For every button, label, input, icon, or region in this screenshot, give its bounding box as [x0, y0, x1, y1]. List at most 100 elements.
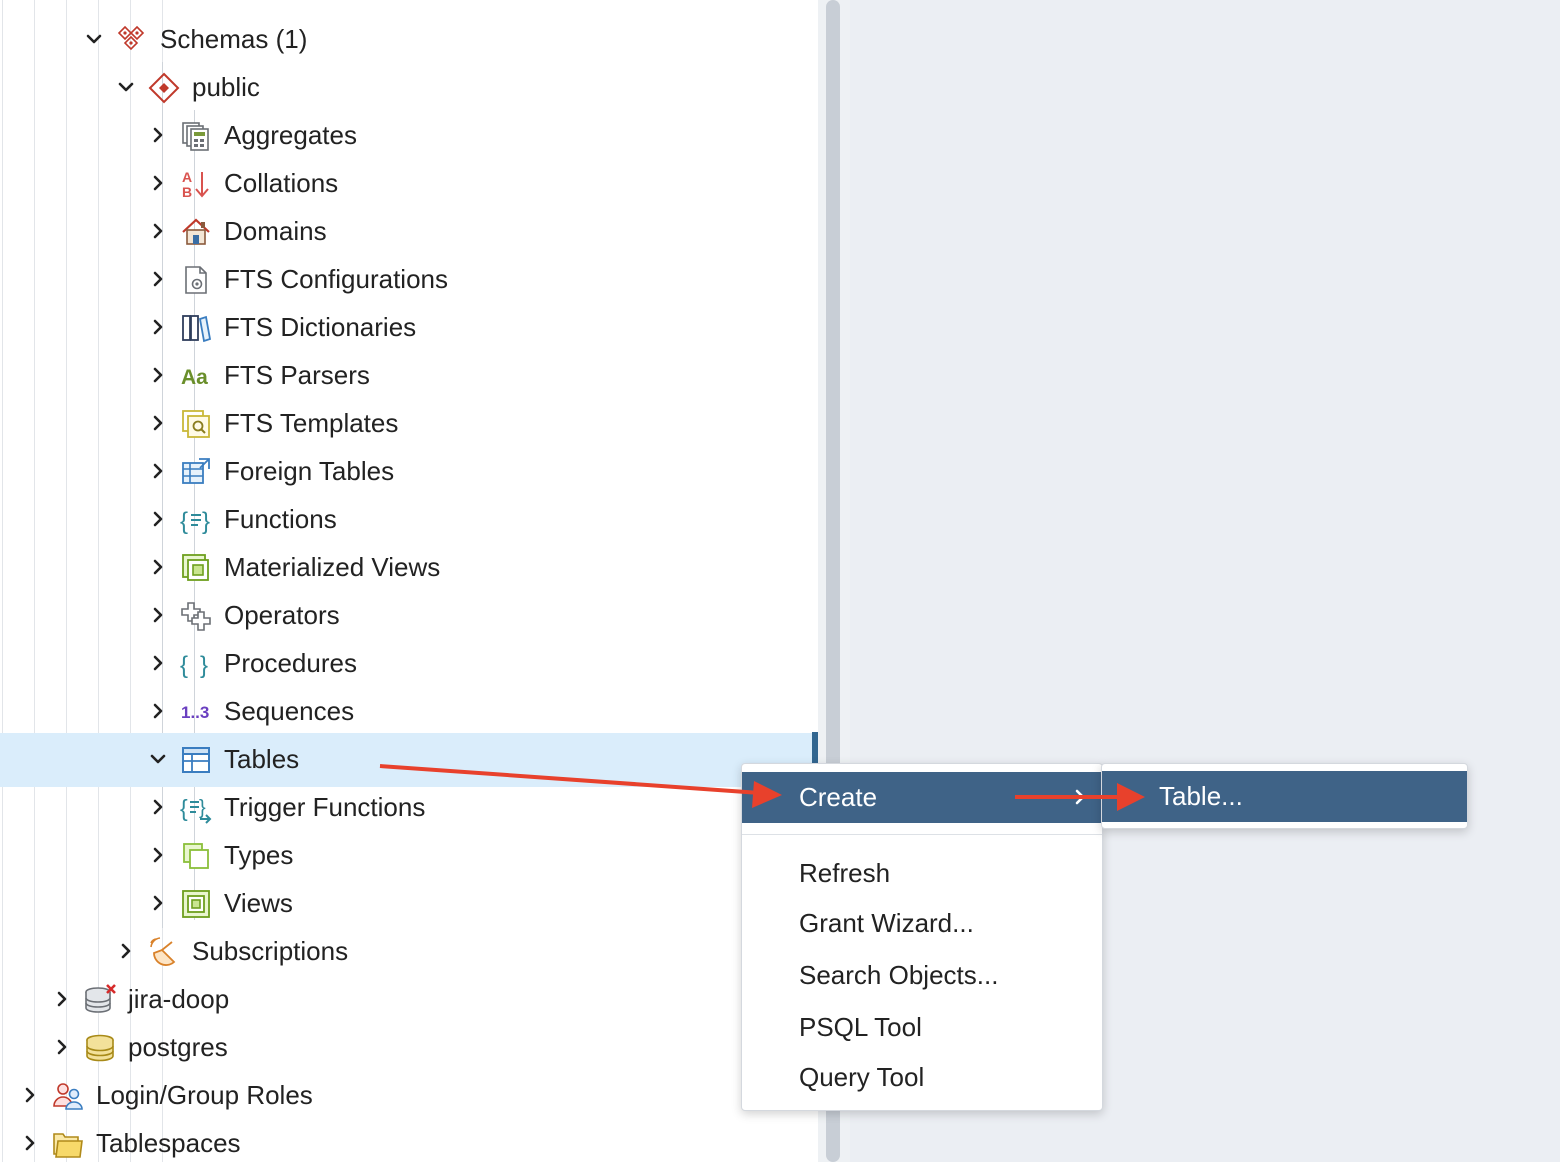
chevron-right-icon[interactable]: [50, 1035, 74, 1059]
chevron-right-icon[interactable]: [146, 459, 170, 483]
views-icon: [180, 888, 212, 920]
tree-node-domains[interactable]: Domains: [0, 207, 818, 255]
svg-text:Aa: Aa: [181, 366, 208, 389]
svg-text:}: }: [202, 508, 210, 535]
svg-text:{: {: [180, 652, 188, 679]
chevron-right-icon[interactable]: [146, 315, 170, 339]
tree-node-label: FTS Templates: [224, 408, 399, 438]
tree-indent-guide: [66, 0, 67, 1162]
tree-node-label: Tables: [224, 744, 300, 774]
chevron-down-icon[interactable]: [82, 27, 106, 51]
chevron-right-icon[interactable]: [146, 555, 170, 579]
tree-node-fts-configurations[interactable]: FTS Configurations: [0, 255, 818, 303]
chevron-down-icon[interactable]: [114, 75, 138, 99]
tree-node-functions[interactable]: {}Functions: [0, 495, 818, 543]
chevron-right-icon[interactable]: [146, 411, 170, 435]
fts-configurations-icon: [180, 264, 212, 296]
chevron-right-icon[interactable]: [146, 795, 170, 819]
tree-node-public[interactable]: public: [0, 63, 818, 111]
tree-node-materialized-views[interactable]: Materialized Views: [0, 543, 818, 591]
chevron-right-icon[interactable]: [114, 939, 138, 963]
tree-node-subscriptions[interactable]: Subscriptions: [0, 927, 818, 975]
tree-node-fts-parsers[interactable]: Aa FTS Parsers: [0, 351, 818, 399]
domains-icon: [180, 216, 212, 248]
chevron-right-icon[interactable]: [146, 891, 170, 915]
tree-node-trigger-functions[interactable]: {} Trigger Functions: [0, 783, 818, 831]
chevron-right-icon[interactable]: [146, 267, 170, 291]
chevron-right-icon: [1068, 785, 1092, 809]
svg-text:{: {: [180, 508, 188, 535]
chevron-right-icon[interactable]: [146, 363, 170, 387]
tree-node-label: Views: [224, 888, 293, 918]
menu-item-refresh[interactable]: Refresh: [742, 848, 1102, 898]
chevron-down-icon[interactable]: [146, 747, 170, 771]
svg-text:B: B: [182, 184, 192, 200]
tree-node-postgres[interactable]: postgres: [0, 1023, 818, 1071]
tablespaces-icon: [52, 1128, 84, 1160]
subscriptions-icon: [148, 936, 180, 968]
tree-node-login-group-roles[interactable]: Login/Group Roles: [0, 1071, 818, 1119]
tree-node-aggregates[interactable]: Aggregates: [0, 111, 818, 159]
tree-node-foreign-tables[interactable]: Foreign Tables: [0, 447, 818, 495]
chevron-right-icon[interactable]: [18, 1083, 42, 1107]
aggregates-icon: [180, 120, 212, 152]
tree-node-tables[interactable]: Tables: [0, 733, 818, 787]
tree-node-types[interactable]: Types: [0, 831, 818, 879]
chevron-right-icon[interactable]: [18, 1131, 42, 1155]
tree-branch-line: [162, 62, 163, 928]
chevron-right-icon[interactable]: [146, 699, 170, 723]
menu-item-label: Grant Wizard...: [799, 908, 974, 938]
tree-indent-guide: [34, 0, 35, 1162]
chevron-right-icon[interactable]: [146, 219, 170, 243]
tree-node-label: Tablespaces: [96, 1128, 241, 1158]
fts-templates-icon: [180, 408, 212, 440]
tree-node-label: public: [192, 72, 260, 102]
tree-node-label: Subscriptions: [192, 936, 349, 966]
chevron-right-icon[interactable]: [146, 507, 170, 531]
tree-node-views[interactable]: Views: [0, 879, 818, 927]
menu-item-search-objects[interactable]: Search Objects...: [742, 950, 1102, 1002]
tree-indent-guide: [130, 0, 131, 1162]
chevron-right-icon[interactable]: [146, 651, 170, 675]
create-submenu: Table...: [1101, 763, 1468, 829]
tree-node-procedures[interactable]: {}Procedures: [0, 639, 818, 687]
tree-node-operators[interactable]: Operators: [0, 591, 818, 639]
fts-parsers-icon: Aa: [180, 360, 212, 392]
tree-node-label: Login/Group Roles: [96, 1080, 313, 1110]
tree-indent-guide: [2, 0, 3, 1162]
tree-node-schemas-1[interactable]: Schemas (1): [0, 15, 818, 63]
tree-node-label: Foreign Tables: [224, 456, 395, 486]
tree-node-label: Collations: [224, 168, 339, 198]
chevron-right-icon[interactable]: [50, 987, 74, 1011]
menu-item-psql-tool[interactable]: PSQL Tool: [742, 1002, 1102, 1052]
tree-node-label: Trigger Functions: [224, 792, 426, 822]
menu-item-create[interactable]: Create: [742, 772, 1102, 823]
tree-node-label: FTS Parsers: [224, 360, 370, 390]
tree-node-jira-doop[interactable]: jira-doop: [0, 975, 818, 1023]
menu-item-label: PSQL Tool: [799, 1012, 922, 1042]
submenu-item-table[interactable]: Table...: [1102, 771, 1467, 822]
tree-node-label: Domains: [224, 216, 327, 246]
tree-node-fts-dictionaries[interactable]: FTS Dictionaries: [0, 303, 818, 351]
menu-item-create-label: Create: [799, 782, 878, 812]
chevron-right-icon[interactable]: [146, 171, 170, 195]
menu-item-grant-wizard[interactable]: Grant Wizard...: [742, 898, 1102, 950]
chevron-right-icon[interactable]: [146, 123, 170, 147]
tree-node-fts-templates[interactable]: FTS Templates: [0, 399, 818, 447]
tree-node-label: Schemas (1): [160, 24, 308, 54]
tree-node-tablespaces[interactable]: Tablespaces: [0, 1119, 818, 1162]
trigger-functions-icon: {}: [180, 792, 212, 824]
foreign-tables-icon: [180, 456, 212, 488]
chevron-right-icon[interactable]: [146, 843, 170, 867]
chevron-right-icon[interactable]: [146, 603, 170, 627]
tree-node-label: postgres: [128, 1032, 228, 1062]
menu-item-query-tool[interactable]: Query Tool: [742, 1052, 1102, 1104]
fts-dictionaries-icon: [180, 312, 212, 344]
materialized-views-icon: [180, 552, 212, 584]
operators-icon: [180, 600, 212, 632]
tree-node-label: jira-doop: [128, 984, 230, 1014]
